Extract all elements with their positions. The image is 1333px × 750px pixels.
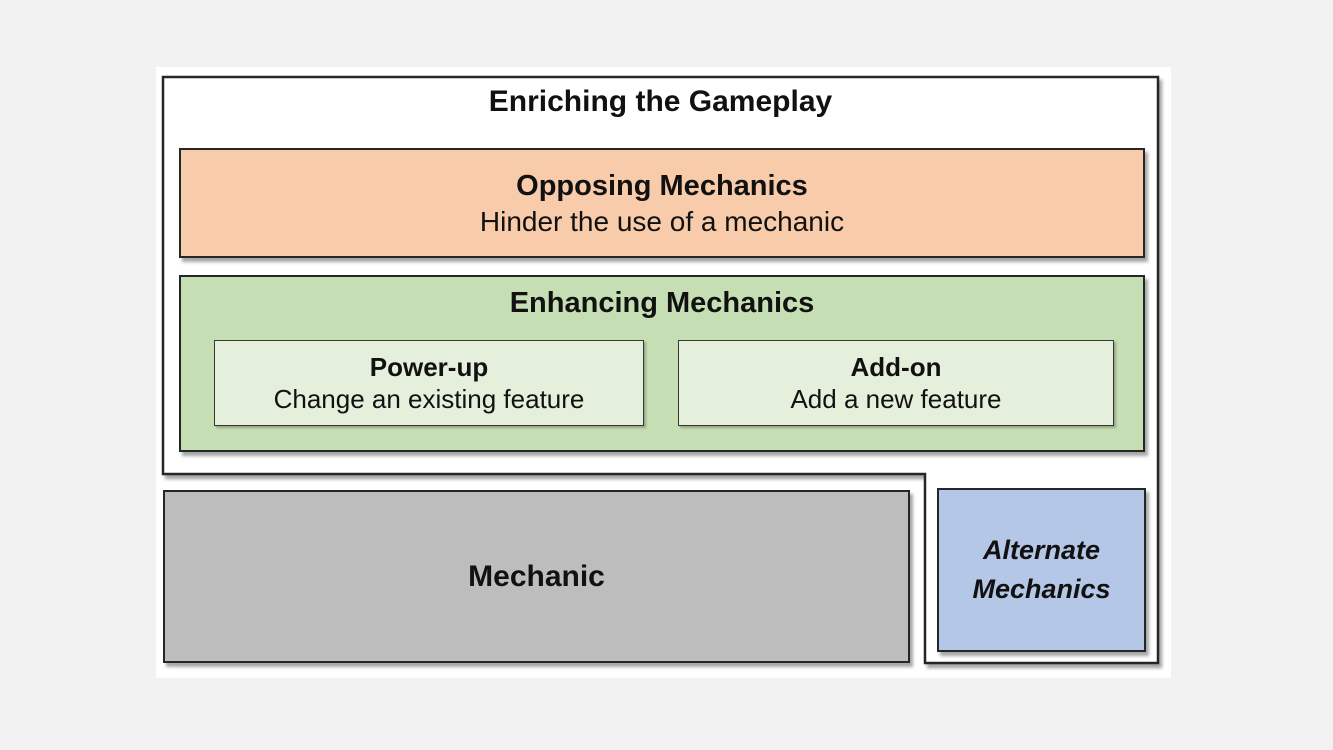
enhancing-mechanics-box: Enhancing Mechanics Power-up Change an e… bbox=[179, 275, 1145, 452]
add-on-title: Add-on bbox=[850, 352, 942, 382]
opposing-mechanics-title: Opposing Mechanics bbox=[516, 170, 808, 202]
power-up-box: Power-up Change an existing feature bbox=[214, 340, 644, 426]
alternate-mechanics-label-line2: Mechanics bbox=[972, 574, 1111, 604]
alternate-mechanics-box: Alternate Mechanics bbox=[937, 488, 1146, 652]
power-up-subtitle: Change an existing feature bbox=[273, 384, 585, 414]
add-on-box: Add-on Add a new feature bbox=[678, 340, 1114, 426]
mechanic-title: Mechanic bbox=[468, 559, 605, 593]
alternate-mechanics-label-line1: Alternate bbox=[982, 535, 1101, 565]
opposing-mechanics-box: Opposing Mechanics Hinder the use of a m… bbox=[179, 148, 1145, 258]
power-up-title: Power-up bbox=[369, 352, 489, 382]
opposing-mechanics-subtitle: Hinder the use of a mechanic bbox=[479, 206, 845, 237]
diagram-title: Enriching the Gameplay bbox=[488, 85, 833, 118]
mechanic-box: Mechanic bbox=[163, 490, 910, 663]
add-on-subtitle: Add a new feature bbox=[790, 384, 1002, 414]
enhancing-mechanics-title: Enhancing Mechanics bbox=[509, 287, 815, 319]
